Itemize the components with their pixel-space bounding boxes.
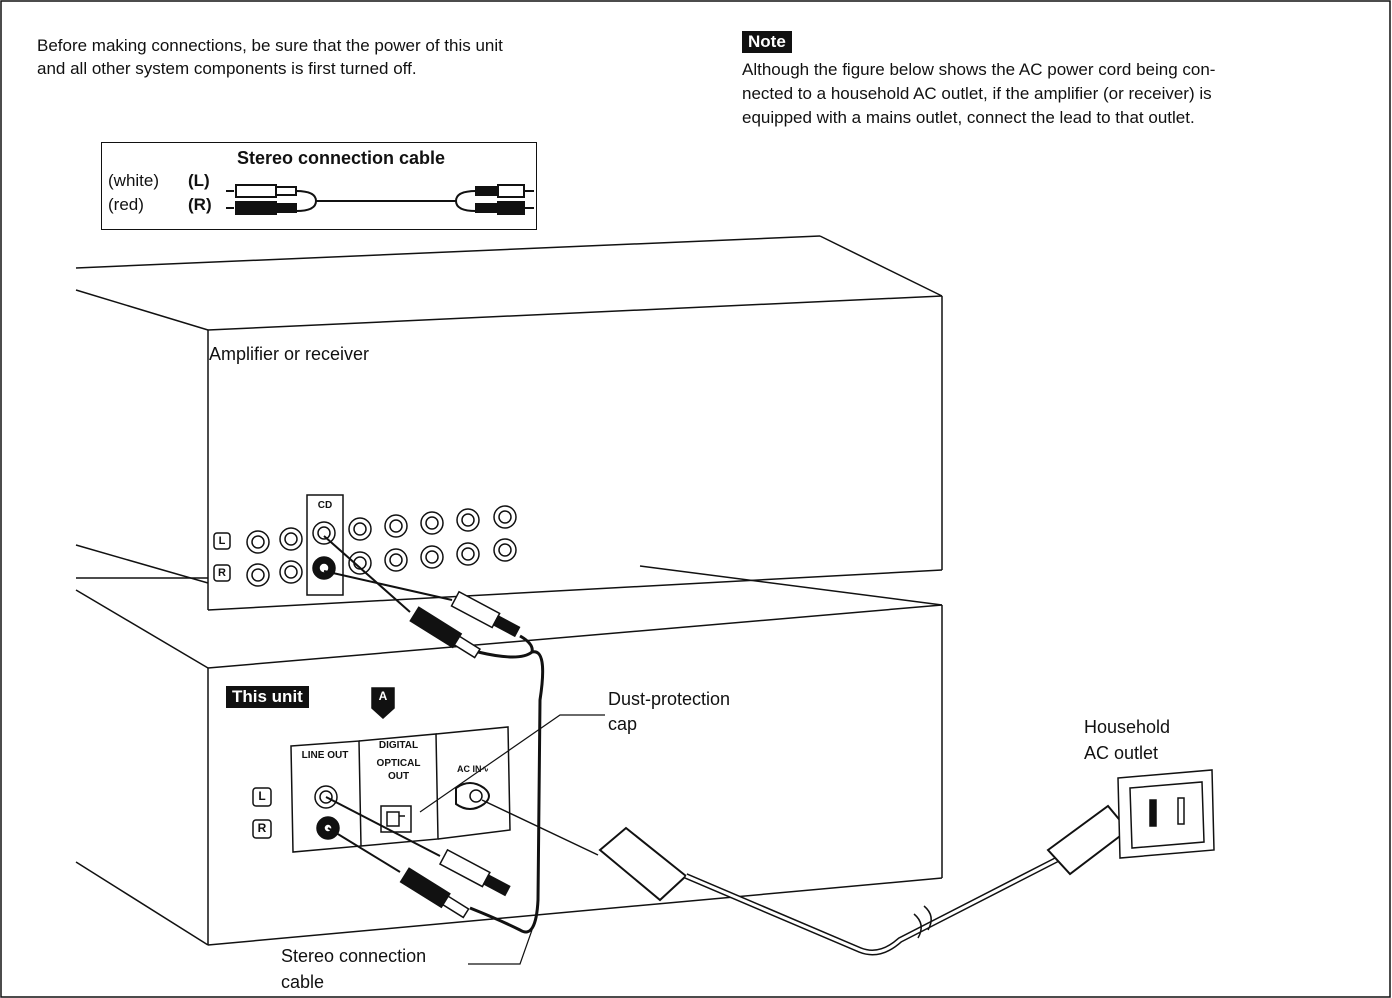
amplifier-label: Amplifier or receiver xyxy=(209,344,370,364)
household-outlet-drawing xyxy=(1117,769,1215,859)
line-out-label: LINE OUT xyxy=(301,750,349,761)
amplifier-left-marker: L xyxy=(218,535,226,547)
unit-right-marker: R xyxy=(257,821,267,835)
ac-in-label: AC IN∿ xyxy=(456,764,490,774)
amplifier-right-marker: R xyxy=(218,567,226,579)
intro-line-1: Before making connections, be sure that … xyxy=(37,36,503,55)
cable-legend-right-marker: (R) xyxy=(188,195,212,214)
unit-left-marker: L xyxy=(258,789,266,803)
digital-label: DIGITAL xyxy=(378,740,419,751)
stereo-cable-drawing xyxy=(323,535,545,934)
optical-label: OPTICAL xyxy=(376,758,421,769)
cable-legend-white: (white) xyxy=(108,171,160,190)
this-unit-panel xyxy=(252,687,511,853)
dust-cap-label-2: cap xyxy=(608,714,638,734)
note-line-2: nected to a household AC outlet, if the … xyxy=(742,84,1212,103)
amplifier-box xyxy=(75,235,943,611)
dust-cap-label-1: Dust-protection xyxy=(608,689,731,709)
amplifier-jacks xyxy=(213,494,517,596)
stereo-cable-label-2: cable xyxy=(281,972,325,992)
cable-legend-title: Stereo connection cable xyxy=(237,148,446,168)
note-line-3: equipped with a mains outlet, connect th… xyxy=(742,108,1195,127)
cable-legend-box: Stereo connection cable (white) (red) (L… xyxy=(101,142,537,230)
stereo-cable-label-1: Stereo connection xyxy=(281,946,427,966)
outlet-label-2: AC outlet xyxy=(1084,743,1159,763)
this-unit-box xyxy=(75,565,943,946)
note-line-1: Although the figure below shows the AC p… xyxy=(742,60,1216,79)
dust-cap-leader xyxy=(419,714,605,813)
cable-legend-left-marker: (L) xyxy=(188,171,210,190)
this-unit-badge: This unit xyxy=(226,686,309,708)
cable-legend-red: (red) xyxy=(108,195,144,214)
section-a-marker: A xyxy=(378,689,388,703)
intro-line-2: and all other system components is first… xyxy=(37,59,417,78)
unit-plugs xyxy=(325,796,511,919)
out-label: OUT xyxy=(387,771,410,782)
stereo-cable-leader xyxy=(468,929,533,965)
ac-cord-drawing xyxy=(481,799,1143,956)
note-badge: Note xyxy=(742,31,792,53)
outlet-label-1: Household xyxy=(1084,717,1171,737)
legend-cable-drawing xyxy=(226,184,534,215)
amplifier-cd-label: CD xyxy=(317,500,333,511)
